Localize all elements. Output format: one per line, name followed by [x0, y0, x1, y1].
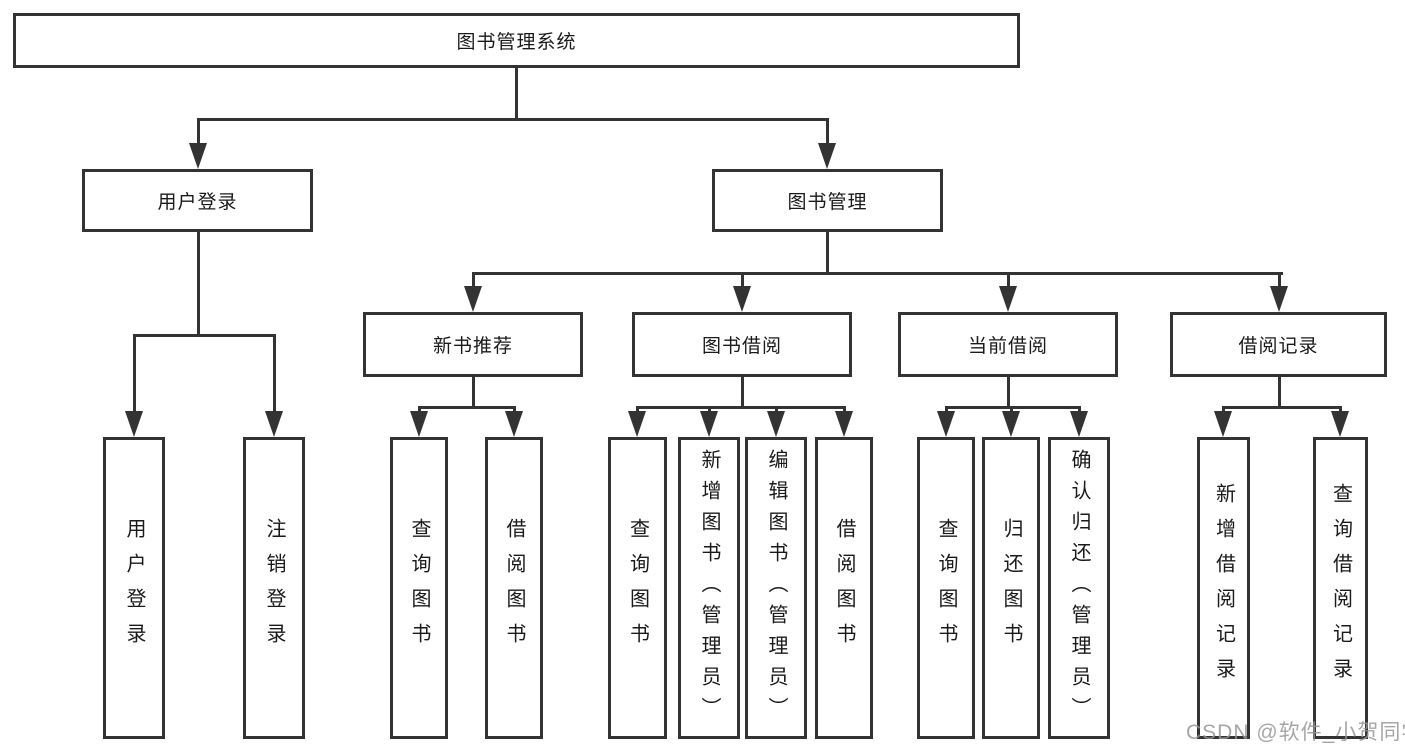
connector-drop-query-book-rec [418, 406, 421, 414]
arrowhead-confirm-return [1070, 411, 1088, 437]
leaf-query-book-borrow-label: 查询图书 [626, 518, 649, 658]
arrowhead-edit-book [767, 411, 785, 437]
leaf-logout-label: 注销登录 [263, 518, 285, 658]
node-new-book-recommend-label: 新书推荐 [432, 336, 513, 357]
connector-root-bar [197, 118, 829, 121]
leaf-return-book: 归还图书 [982, 437, 1040, 739]
arrowhead-leaf-logout [265, 411, 283, 437]
node-root: 图书管理系统 [13, 13, 1020, 68]
arrowhead-add-book [700, 411, 718, 437]
arrowhead-query-book-borrow [628, 411, 646, 437]
leaf-add-borrow-record: 新增借阅记录 [1197, 437, 1250, 739]
node-borrow-records: 借阅记录 [1170, 312, 1387, 377]
connector-drop-return-book [1010, 406, 1013, 414]
connector-drop-book-borrow [741, 272, 744, 289]
connector-newbookrec-bar [418, 406, 516, 409]
leaf-edit-book-admin-label: 编辑图书（管理员） [765, 448, 787, 728]
node-book-management: 图书管理 [712, 169, 943, 232]
connector-drop-query-record [1339, 406, 1342, 414]
connector-drop-query-book-borrow [636, 406, 639, 414]
connector-currentborrow-bar [945, 406, 1081, 409]
arrowhead-borrow-book-rec [505, 411, 523, 437]
leaf-confirm-return-admin: 确认归还（管理员） [1048, 437, 1110, 739]
leaf-borrow-book-recommend: 借阅图书 [485, 437, 543, 739]
connector-drop-confirm-return [1078, 406, 1081, 414]
arrowhead-leaf-user-login [125, 411, 143, 437]
arrowhead-new-book-recommend [464, 286, 482, 312]
connector-drop-edit-book [775, 406, 778, 414]
leaf-query-book-recommend: 查询图书 [390, 437, 448, 739]
connector-borrowrecords-stem [1278, 377, 1281, 409]
arrowhead-book-management [818, 143, 836, 169]
arrowhead-query-record [1331, 411, 1349, 437]
node-root-label: 图书管理系统 [456, 32, 577, 53]
leaf-borrow-book-borrow: 借阅图书 [815, 437, 873, 739]
node-new-book-recommend: 新书推荐 [363, 312, 583, 377]
connector-drop-borrow-book-borrow [843, 406, 846, 414]
arrowhead-borrow-book-borrow [835, 411, 853, 437]
leaf-query-book-recommend-label: 查询图书 [408, 518, 430, 658]
arrowhead-user-login [189, 143, 207, 169]
node-current-borrow: 当前借阅 [898, 312, 1118, 377]
connector-bookborrow-stem [741, 377, 744, 409]
connector-userlogin-stem [197, 232, 200, 337]
leaf-edit-book-admin: 编辑图书（管理员） [745, 437, 807, 739]
connector-bookmgmt-bar [472, 272, 1283, 275]
leaf-query-book-borrow: 查询图书 [608, 437, 667, 739]
connector-drop-current-borrow [1007, 272, 1010, 289]
leaf-add-book-admin: 新增图书（管理员） [678, 437, 740, 739]
connector-drop-book-management [826, 118, 829, 146]
leaf-user-login-label: 用户登录 [123, 518, 145, 658]
csdn-watermark: CSDN @软件_小贺同学 [1186, 721, 1405, 744]
leaf-logout: 注销登录 [243, 437, 305, 739]
leaf-query-borrow-record: 查询借阅记录 [1313, 437, 1368, 739]
arrowhead-query-book-current [937, 411, 955, 437]
connector-drop-borrow-records [1278, 272, 1281, 289]
node-user-login-label: 用户登录 [157, 192, 238, 213]
leaf-query-book-current: 查询图书 [917, 437, 975, 739]
leaf-return-book-label: 归还图书 [1000, 518, 1022, 658]
connector-drop-add-record [1222, 406, 1225, 414]
arrowhead-current-borrow [999, 286, 1017, 312]
connector-drop-new-book-recommend [472, 272, 475, 289]
leaf-add-borrow-record-label: 新增借阅记录 [1212, 483, 1235, 693]
connector-newbookrec-stem [472, 377, 475, 409]
arrowhead-query-book-rec [410, 411, 428, 437]
connector-bookmgmt-stem [826, 232, 829, 275]
connector-currentborrow-stem [1007, 377, 1010, 409]
node-user-login: 用户登录 [82, 169, 313, 232]
leaf-borrow-book-borrow-label: 借阅图书 [833, 518, 855, 658]
node-borrow-records-label: 借阅记录 [1238, 336, 1319, 357]
leaf-add-book-admin-label: 新增图书（管理员） [698, 448, 720, 728]
arrowhead-return-book [1002, 411, 1020, 437]
leaf-borrow-book-recommend-label: 借阅图书 [503, 518, 525, 658]
arrowhead-add-record [1214, 411, 1232, 437]
node-book-management-label: 图书管理 [787, 192, 868, 213]
connector-userlogin-bar [133, 334, 276, 337]
connector-root-stem [515, 68, 518, 121]
arrowhead-borrow-records [1270, 286, 1288, 312]
node-current-borrow-label: 当前借阅 [967, 336, 1048, 357]
leaf-confirm-return-admin-label: 确认归还（管理员） [1068, 448, 1090, 728]
arrowhead-book-borrow [733, 286, 751, 312]
leaf-query-borrow-record-label: 查询借阅记录 [1329, 483, 1352, 693]
connector-drop-leaf-logout [273, 334, 276, 414]
node-book-borrow-label: 图书借阅 [701, 336, 782, 357]
connector-bookborrow-bar [636, 406, 846, 409]
connector-drop-add-book [708, 406, 711, 414]
connector-drop-leaf-user-login [133, 334, 136, 414]
connector-drop-query-book-current [945, 406, 948, 414]
connector-drop-borrow-book-rec [513, 406, 516, 414]
leaf-user-login: 用户登录 [103, 437, 165, 739]
connector-borrowrecords-bar [1222, 406, 1342, 409]
node-book-borrow: 图书借阅 [632, 312, 852, 377]
connector-drop-user-login [197, 118, 200, 146]
leaf-query-book-current-label: 查询图书 [935, 518, 957, 658]
